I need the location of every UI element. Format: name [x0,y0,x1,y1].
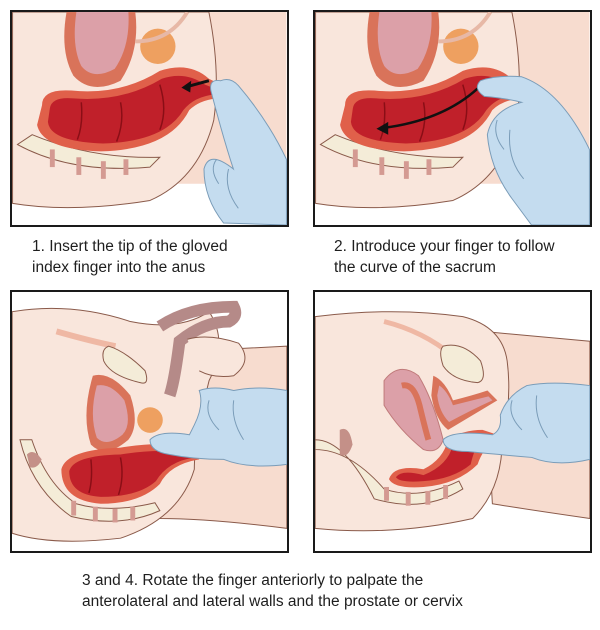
penis [156,300,242,398]
pubic-bone [440,344,484,384]
gloved-hand [149,387,287,467]
rectum [61,444,200,504]
sacrum-bones [315,428,464,506]
rectum [37,67,217,152]
prostate [137,407,163,433]
caption-step-2: 2. Introduce your finger to follow the c… [334,236,584,278]
vagina-bladder [431,375,498,430]
illustration-step-4 [315,292,590,551]
prostate [140,28,176,65]
pubic-bone [102,345,148,384]
panel-step-2 [313,10,592,227]
bladder [64,12,137,88]
panel-step-1 [10,10,289,227]
bladder [367,12,440,88]
caption-step-1-line-1: 1. Insert the tip of the gloved [32,238,228,255]
gloved-hand [476,75,590,225]
caption-step-1-line-2: index finger into the anus [32,259,206,276]
caption-step-34-line-1: 3 and 4. Rotate the finger anteriorly to… [82,572,424,589]
gloved-hand [203,79,287,225]
panel-step-4-female [313,290,592,553]
illustration-step-2 [315,12,590,225]
bladder [86,374,135,451]
illustration-step-1 [12,12,287,225]
prostate [443,28,479,65]
caption-step-34-line-2: anterolateral and lateral walls and the … [82,593,463,610]
sacrum-curve-arrow [384,87,479,130]
panel-step-3-male [10,290,289,553]
caption-step-2-line-2: the curve of the sacrum [334,259,496,276]
caption-step-2-line-1: 2. Introduce your finger to follow [334,238,555,255]
gloved-hand [442,382,590,464]
scrotum [187,336,246,377]
caption-step-3-and-4: 3 and 4. Rotate the finger anteriorly to… [82,570,542,612]
caption-step-1: 1. Insert the tip of the gloved index fi… [32,236,282,278]
sacrum-bones [19,439,161,523]
illustration-step-3 [12,292,287,551]
insert-arrow [186,79,210,89]
